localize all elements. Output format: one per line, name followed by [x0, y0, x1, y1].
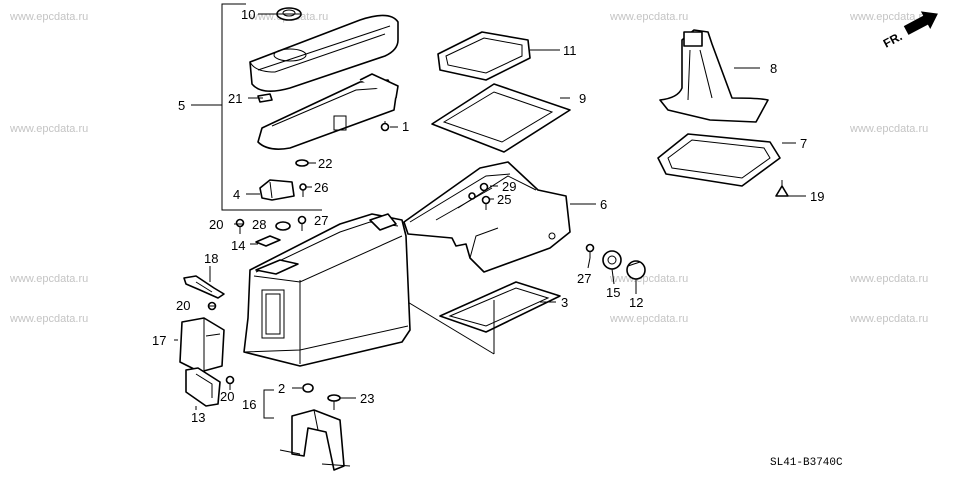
washer-part	[295, 159, 309, 167]
small-cover-part	[255, 235, 281, 247]
callout-number: 7	[800, 136, 807, 151]
watermark-text: www.epcdata.ru	[849, 123, 928, 135]
front-console-part	[403, 161, 571, 273]
screw-part	[585, 243, 595, 258]
callout-number: 13	[191, 410, 205, 425]
callout-number: 15	[606, 285, 620, 300]
watermark-text: www.epcdata.ru	[849, 313, 928, 325]
cap-part	[626, 260, 646, 280]
armrest-group-bracket	[191, 3, 322, 211]
callout-number: 28	[252, 217, 266, 232]
clip-part	[257, 93, 273, 103]
callout-number: 20	[220, 389, 234, 404]
callout-number: 11	[563, 43, 577, 58]
diagram-code: SL41-B3740C	[770, 457, 843, 469]
callout-number: 9	[579, 91, 586, 106]
nut-part	[479, 182, 489, 192]
callout-number: 6	[600, 197, 607, 212]
lower-bracket-part	[185, 367, 221, 407]
callout-number: 29	[502, 179, 516, 194]
clip-part	[275, 221, 291, 231]
pocket-part	[179, 317, 225, 373]
callout-number: 14	[231, 238, 245, 253]
watermark-text: www.epcdata.ru	[9, 273, 88, 285]
callout-number: 23	[360, 391, 374, 406]
callout-number: 27	[577, 271, 591, 286]
floor-plate-part	[439, 281, 561, 333]
watermark-text: www.epcdata.ru	[849, 11, 928, 23]
boot-frame-part	[657, 133, 781, 187]
nut-part	[302, 383, 314, 393]
callout-number: 21	[228, 91, 242, 106]
callout-number: 19	[810, 189, 824, 204]
tray-mat-part	[431, 83, 571, 153]
lid-inner-tray-part	[257, 73, 399, 150]
lid-screw-part	[380, 121, 390, 132]
watermark-text: www.epcdata.ru	[849, 273, 928, 285]
clip-part	[468, 192, 476, 200]
screw-part	[481, 195, 491, 210]
lid-latch-part	[259, 179, 295, 201]
watermark-text: www.epcdata.ru	[609, 313, 688, 325]
callout-number: 18	[204, 251, 218, 266]
callout-number: 20	[176, 298, 190, 313]
callout-number: 26	[314, 180, 328, 195]
callout-number: 20	[209, 217, 223, 232]
bracket-part	[183, 275, 225, 299]
watermark-text: www.epcdata.ru	[9, 123, 88, 135]
grommet-part	[602, 250, 622, 270]
callout-number: 3	[561, 295, 568, 310]
watermark-text: www.epcdata.ru	[609, 273, 688, 285]
callout-number: 10	[241, 7, 255, 22]
callout-number: 5	[178, 98, 185, 113]
callout-number: 25	[497, 192, 511, 207]
callout-number: 16	[242, 397, 256, 412]
watermark-text: www.epcdata.ru	[9, 313, 88, 325]
callout-number: 2	[278, 381, 285, 396]
callout-number: 1	[402, 119, 409, 134]
label-leaders	[174, 13, 806, 410]
screw-part	[225, 375, 235, 385]
direction-label: FR.	[881, 29, 905, 50]
callout-number: 17	[152, 333, 166, 348]
bolt-part	[327, 394, 341, 410]
latch-screw-part	[299, 183, 307, 197]
callout-number: 8	[770, 61, 777, 76]
screw-part	[297, 215, 307, 231]
tray-gasket-part	[437, 31, 531, 81]
watermark-text: www.epcdata.ru	[609, 11, 688, 23]
rear-console-body-part	[243, 213, 411, 367]
frame-clip-part	[775, 180, 789, 197]
callout-number: 27	[314, 213, 328, 228]
screw-part	[235, 218, 245, 234]
callout-number: 4	[233, 187, 240, 202]
console-lid-part	[249, 14, 399, 92]
shift-boot-part	[659, 29, 769, 123]
watermark-text: www.epcdata.ru	[9, 11, 88, 23]
callout-number: 22	[318, 156, 332, 171]
front-arrow-icon	[903, 11, 938, 35]
callout-number: 12	[629, 295, 643, 310]
stand-bracket-part	[279, 409, 351, 471]
